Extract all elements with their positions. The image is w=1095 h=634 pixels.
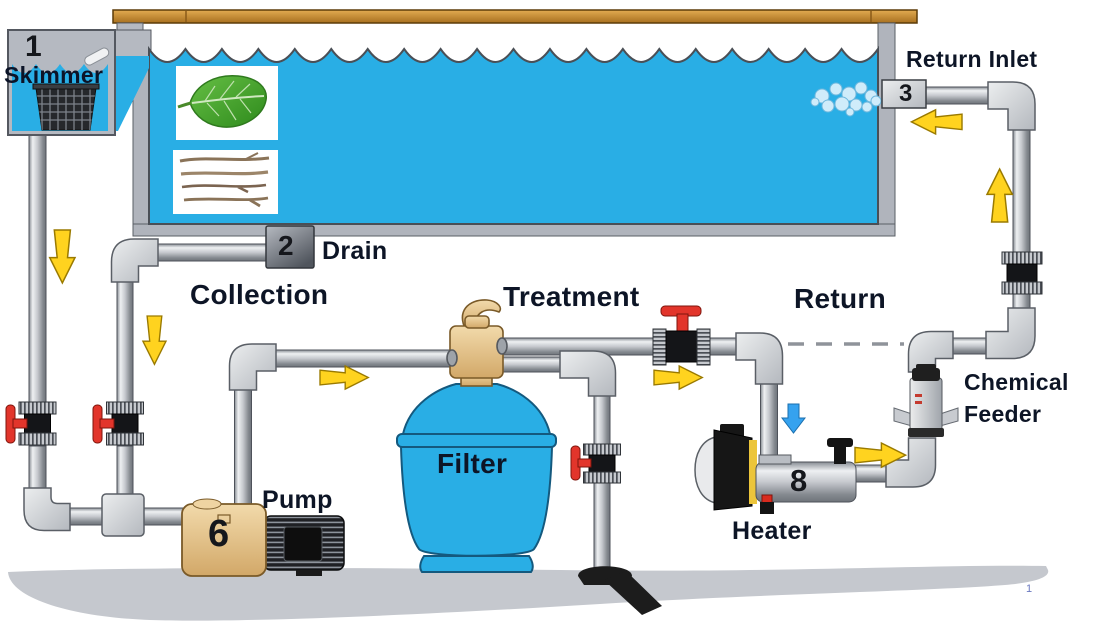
chemical-feeder [893, 364, 959, 437]
heater-number: 8 [790, 463, 808, 498]
drain-fitting [265, 225, 315, 269]
treatment-elbow [735, 332, 784, 385]
pool-water [148, 45, 879, 225]
chemical-feeder-label-line2: Feeder [964, 401, 1042, 427]
waste-elbow [559, 350, 617, 397]
drain-elbow [110, 238, 159, 283]
riser-top-elbow [987, 81, 1036, 131]
drain-number: 2 [278, 230, 294, 261]
skimmer-channel-water [108, 56, 149, 131]
stage-collection-label: Collection [190, 279, 329, 310]
skimmer-basket-icon [32, 83, 100, 131]
pool-deck [112, 9, 918, 40]
skimmer-label: Skimmer [4, 62, 104, 88]
stage-return-label: Return [794, 283, 887, 314]
flow-arrow-right-icon [319, 364, 370, 391]
pipe-elbows [23, 81, 1036, 537]
drain-valve [92, 401, 144, 446]
pump-elbow [228, 343, 277, 391]
drain-label: Drain [322, 237, 388, 265]
stage-treatment-label: Treatment [503, 281, 640, 312]
return-inlet-label: Return Inlet [906, 46, 1038, 72]
waste-outlet [578, 566, 662, 615]
flow-arrow-right-icon [854, 441, 908, 469]
heater-out-elbow [885, 437, 937, 488]
blue-arrow-down-icon [780, 403, 807, 434]
chemical-feeder-label-line1: Chemical [964, 369, 1069, 395]
treatment-valve [652, 305, 711, 366]
skimmer-number: 1 [25, 30, 42, 63]
heater [694, 424, 857, 514]
skimmer-bottom-elbow [23, 487, 71, 532]
riser-bottom-elbow [985, 307, 1036, 360]
pump [181, 498, 345, 577]
return-bubbles [810, 81, 882, 117]
skimmer-weir-icon [84, 47, 110, 66]
collection-tee [101, 493, 145, 537]
flow-arrow-down-icon [48, 229, 77, 285]
return-inlet-fitting [881, 79, 927, 109]
pump-body [181, 503, 267, 577]
footnote-number: 1 [1026, 583, 1033, 595]
flow-arrows [48, 108, 1014, 469]
pump-number: 6 [208, 513, 230, 555]
heater-label: Heater [732, 517, 812, 545]
flow-arrow-down-icon [141, 315, 168, 366]
piping [28, 86, 1031, 577]
flow-arrow-left-icon [909, 108, 963, 136]
leaf-image [176, 66, 278, 140]
return-inlet-number: 3 [899, 80, 913, 107]
flow-arrow-right-icon [653, 364, 704, 391]
skimmer-unit [7, 29, 116, 136]
waste-valve [570, 443, 621, 484]
filter-tank [396, 383, 557, 573]
twigs-image [173, 150, 278, 214]
filter-label: Filter [437, 448, 508, 479]
ground [8, 565, 1049, 621]
filter-multiport-valve [446, 299, 508, 387]
riser-union [1001, 251, 1043, 295]
flow-arrow-up-icon [985, 167, 1014, 223]
pump-label: Pump [262, 486, 333, 514]
skimmer-valve [5, 401, 57, 446]
